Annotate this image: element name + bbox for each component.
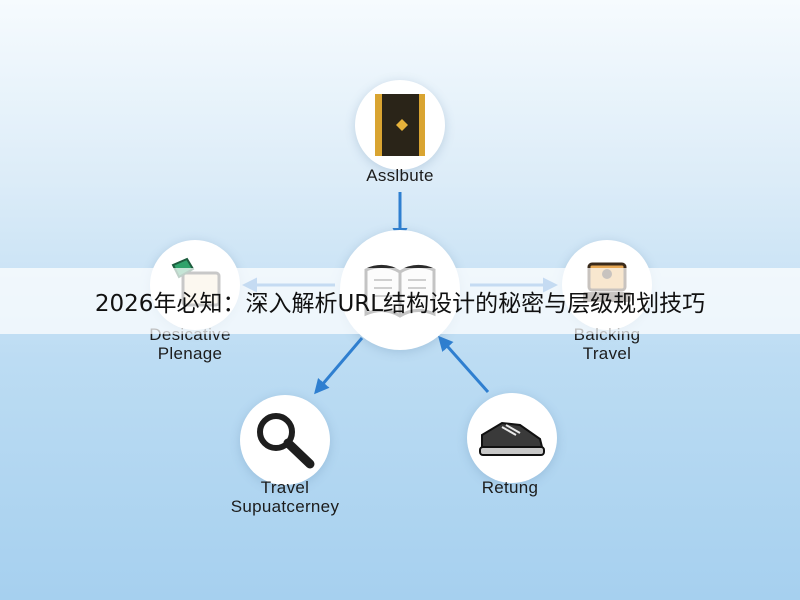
arrow-center-to-bottom-left bbox=[314, 337, 364, 395]
shoe-icon bbox=[479, 421, 545, 456]
node-bottom-left-label: Travel Supuatcerney bbox=[195, 478, 375, 516]
node-bottom-right-label: Retung bbox=[420, 478, 600, 497]
node-top-label-line-1: Asslbute bbox=[366, 166, 434, 185]
node-left-label-line-2: Plenage bbox=[157, 344, 223, 363]
node-bottom-right-label-line-1: Retung bbox=[481, 478, 539, 497]
book-icon bbox=[375, 94, 425, 156]
title-banner: 2026年必知：深入解析URL结构设计的秘密与层级规划技巧 bbox=[0, 268, 800, 334]
node-bottom-right bbox=[467, 393, 557, 483]
node-bottom-left-label-line-2: Supuatcerney bbox=[230, 497, 340, 516]
node-bottom-left bbox=[240, 395, 330, 485]
node-top-label: Asslbute bbox=[310, 166, 490, 185]
node-bottom-left-label-line-1: Travel bbox=[260, 478, 310, 497]
node-right-label-line-2: Travel bbox=[582, 344, 632, 363]
magnifier-icon bbox=[257, 413, 315, 469]
banner-title: 2026年必知：深入解析URL结构设计的秘密与层级规划技巧 bbox=[94, 291, 706, 317]
arrow-bottom-right-to-center bbox=[438, 335, 490, 393]
node-top bbox=[355, 80, 445, 170]
